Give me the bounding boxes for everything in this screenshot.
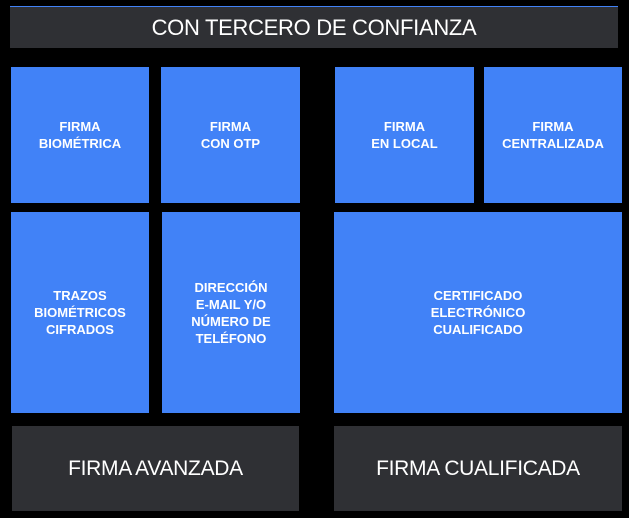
box-firma-centralizada: FIRMA CENTRALIZADA — [484, 67, 622, 203]
header-banner: CON TERCERO DE CONFIANZA — [10, 6, 618, 48]
footer-label: FIRMA CUALIFICADA — [376, 456, 580, 480]
box-firma-en-local: FIRMA EN LOCAL — [335, 67, 474, 203]
box-trazos-biometricos: TRAZOS BIOMÉTRICOS CIFRADOS — [11, 212, 149, 413]
box-label: FIRMA BIOMÉTRICA — [38, 119, 122, 151]
box-label: CERTIFICADO ELECTRÓNICO CUALIFICADO — [430, 288, 526, 337]
footer-firma-cualificada: FIRMA CUALIFICADA — [334, 426, 622, 511]
box-label: FIRMA CENTRALIZADA — [502, 119, 604, 151]
box-certificado-cualificado: CERTIFICADO ELECTRÓNICO CUALIFICADO — [334, 212, 622, 413]
box-label: TRAZOS BIOMÉTRICOS CIFRADOS — [34, 288, 126, 337]
box-firma-biometrica: FIRMA BIOMÉTRICA — [11, 67, 149, 203]
box-firma-con-otp: FIRMA CON OTP — [161, 67, 300, 203]
footer-label: FIRMA AVANZADA — [68, 456, 243, 480]
header-title: CON TERCERO DE CONFIANZA — [151, 14, 477, 40]
box-label: FIRMA CON OTP — [200, 119, 261, 151]
footer-firma-avanzada: FIRMA AVANZADA — [12, 426, 299, 511]
box-label: DIRECCIÓN E-MAIL Y/O NÚMERO DE TELÉFONO — [191, 279, 271, 346]
box-label: FIRMA EN LOCAL — [371, 119, 438, 151]
box-direccion-email: DIRECCIÓN E-MAIL Y/O NÚMERO DE TELÉFONO — [162, 212, 300, 413]
